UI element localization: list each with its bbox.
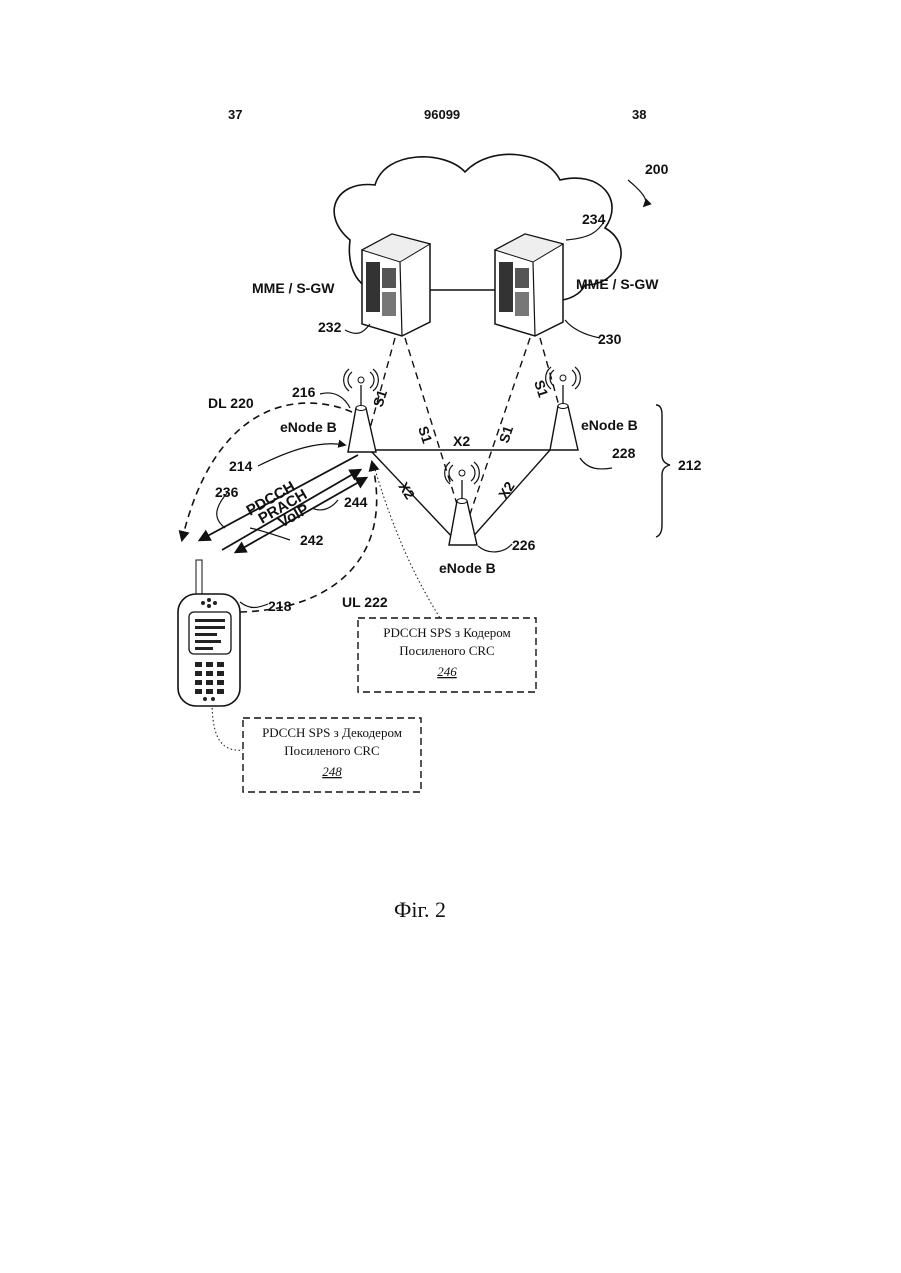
ref-218: 218 bbox=[268, 598, 292, 614]
box-248-line1: PDCCH SPS з Декодером bbox=[262, 725, 402, 740]
ref-212: 212 bbox=[678, 457, 702, 473]
leader-lines bbox=[217, 180, 646, 608]
ref-232: 232 bbox=[318, 319, 342, 335]
server-icon-left bbox=[362, 234, 430, 336]
server-icon-right bbox=[495, 234, 563, 336]
s1-label-c: S1 bbox=[496, 423, 517, 444]
box-248-ref: 248 bbox=[322, 764, 342, 779]
enodeb-right-label: eNode B bbox=[581, 417, 638, 433]
ref-230: 230 bbox=[598, 331, 622, 347]
figure-caption: Фіг. 2 bbox=[0, 897, 840, 923]
x2-label-left: X2 bbox=[395, 479, 418, 502]
enodeb-bottom-label: eNode B bbox=[439, 560, 496, 576]
box-246-line1: PDCCH SPS з Кодером bbox=[383, 625, 510, 640]
mme-left-label: MME / S-GW bbox=[252, 280, 335, 296]
x2-label-top: X2 bbox=[453, 433, 470, 449]
group-brace bbox=[656, 405, 670, 537]
s1-links bbox=[364, 338, 563, 520]
s1-label-b: S1 bbox=[415, 424, 436, 445]
ref-244: 244 bbox=[344, 494, 368, 510]
ref-216: 216 bbox=[292, 384, 316, 400]
ref-234: 234 bbox=[582, 211, 606, 227]
enodeb-tower-right bbox=[546, 367, 581, 450]
ref-226: 226 bbox=[512, 537, 536, 553]
box-246-line2: Посиленого CRC bbox=[399, 643, 494, 658]
enodeb-left-label: eNode B bbox=[280, 419, 337, 435]
ref-200: 200 bbox=[645, 161, 669, 177]
ref-214: 214 bbox=[229, 458, 253, 474]
ref-236: 236 bbox=[215, 484, 239, 500]
dl-label: DL 220 bbox=[208, 395, 254, 411]
ul-label: UL 222 bbox=[342, 594, 388, 610]
x2-label-right: X2 bbox=[495, 478, 518, 501]
mme-right-label: MME / S-GW bbox=[576, 276, 659, 292]
ref-242: 242 bbox=[300, 532, 324, 548]
box-248-line2: Посиленого CRC bbox=[284, 743, 379, 758]
leader-248 bbox=[212, 700, 244, 750]
box-246-ref: 246 bbox=[437, 664, 457, 679]
ref-228: 228 bbox=[612, 445, 636, 461]
s1-label-a: S1 bbox=[370, 387, 391, 408]
mobile-phone-icon bbox=[178, 560, 240, 706]
s1-label-d: S1 bbox=[531, 378, 552, 399]
